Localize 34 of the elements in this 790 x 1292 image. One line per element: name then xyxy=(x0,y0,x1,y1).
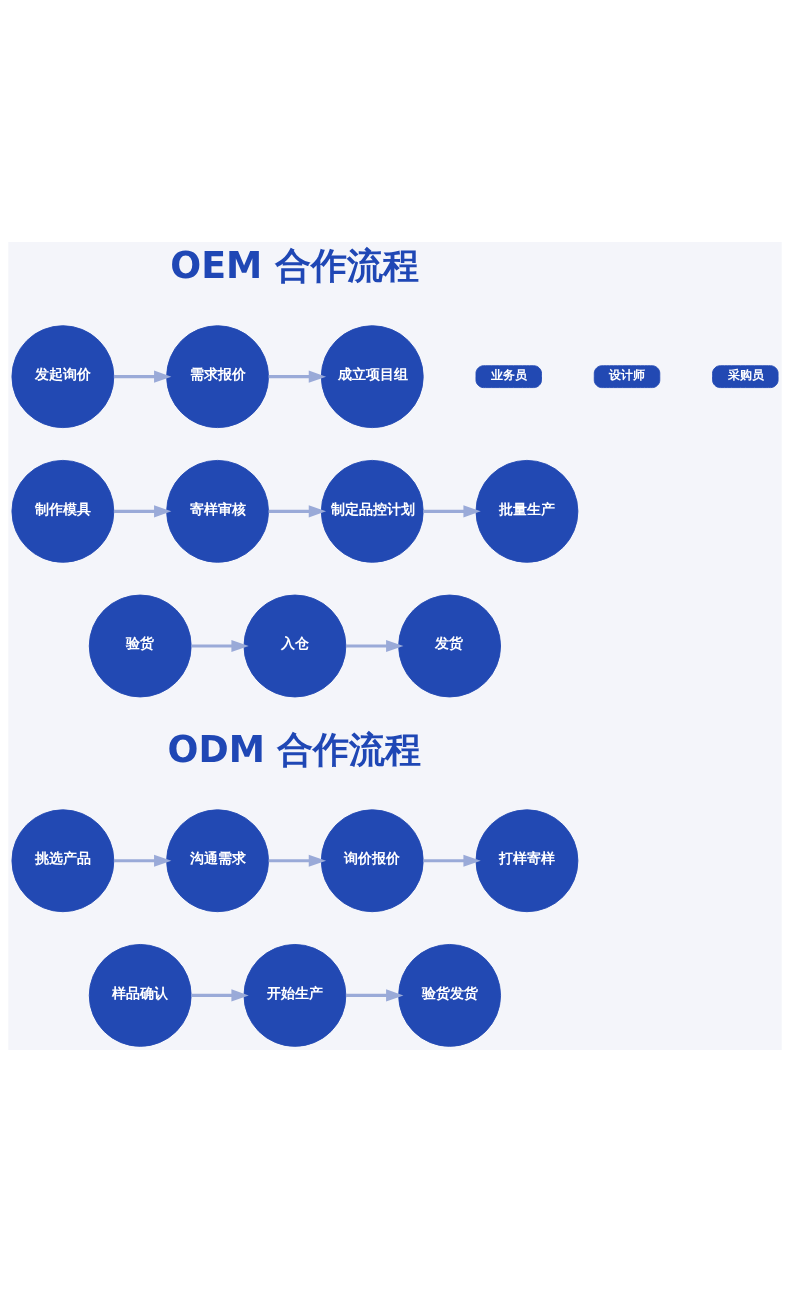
node-circle: 沟通需求 xyxy=(166,809,269,913)
arrow xyxy=(345,989,404,1002)
node-circle: 开始生产 xyxy=(243,944,347,1047)
node-circle: 成立项目组 xyxy=(320,325,424,429)
node-circle: 打样寄样 xyxy=(475,809,579,913)
node-circle: 需求报价 xyxy=(166,325,269,429)
label: ODM 合作流程 xyxy=(167,727,422,771)
node-circle: 验货发货 xyxy=(398,944,501,1047)
node-box: 采购员 xyxy=(712,365,779,389)
node-circle: 批量生产 xyxy=(475,459,579,563)
node-circle: 制定品控计划 xyxy=(320,459,424,563)
arrow xyxy=(423,854,481,867)
node-circle: 样品确认 xyxy=(88,944,192,1047)
node-circle: 询价报价 xyxy=(320,809,424,913)
node-circle: 挑选产品 xyxy=(11,809,115,913)
arrow xyxy=(113,854,172,867)
arrow xyxy=(423,505,481,518)
arrow xyxy=(268,505,327,518)
arrow xyxy=(345,639,404,653)
node-circle: 制作模具 xyxy=(11,459,115,563)
node-box: 设计师 xyxy=(593,365,661,389)
node-box: 业务员 xyxy=(475,365,542,389)
arrow xyxy=(268,370,327,383)
label: OEM 合作流程 xyxy=(170,243,419,287)
node-circle: 寄样审核 xyxy=(166,459,269,563)
node-circle: 入仓 xyxy=(243,594,347,698)
arrow xyxy=(191,639,249,653)
arrow xyxy=(113,370,172,383)
arrow xyxy=(113,505,172,518)
node-circle: 发起询价 xyxy=(11,325,115,429)
node-circle: 验货 xyxy=(88,594,192,698)
node-circle: 发货 xyxy=(398,594,501,698)
arrow xyxy=(268,854,327,867)
arrow xyxy=(191,989,249,1002)
